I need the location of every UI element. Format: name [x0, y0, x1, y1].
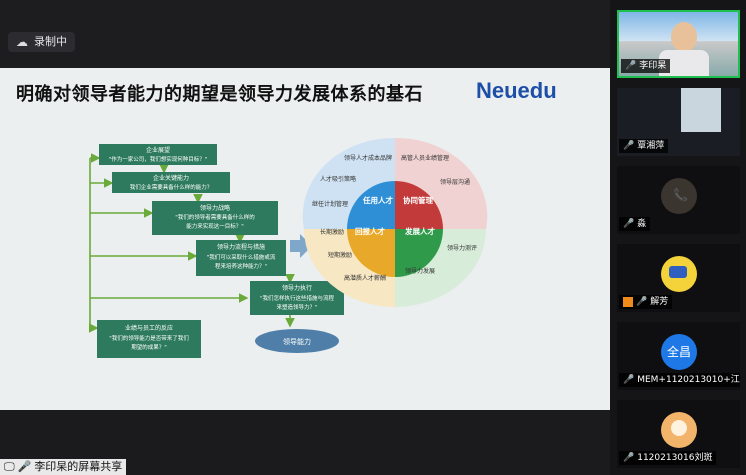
- wheel-outer-label: 领导力发展: [405, 267, 435, 275]
- participant-face: [671, 22, 697, 52]
- participant-name-chip: 🎤 1120213016刘斑: [619, 451, 717, 465]
- participant-name-chip: 🎤 覃湘萍: [619, 139, 669, 153]
- wheel-segment-label: 任用人才: [362, 195, 393, 205]
- wheel-outer-label: 短期激励: [328, 251, 352, 259]
- participant-name-chip: 🎤 解芳: [619, 295, 673, 309]
- flow-box-heading: 领导力战略: [200, 204, 230, 212]
- cloud-icon: ☁: [16, 35, 28, 49]
- avatar-face: [671, 420, 687, 436]
- flow-box-text: "我们的领导能力是否带来了我们: [109, 334, 189, 342]
- microphone-icon: 🎤: [625, 61, 637, 71]
- flow-box-heading: 企业关键能力: [153, 174, 189, 182]
- participant-tile[interactable]: 🎤 1120213016刘斑: [617, 400, 740, 468]
- slide-title: 明确对领导者能力的期望是领导力发展体系的基石: [16, 84, 423, 105]
- monitor-icon: 🖵: [4, 460, 15, 473]
- wheel-outer-label: 领导层沟通: [440, 178, 470, 186]
- flow-box-2: 企业关键能力 我们企业需要具备什么样的能力？: [112, 172, 230, 193]
- microphone-icon: 🎤: [623, 453, 635, 463]
- participant-name-chip: 🎤 淼: [619, 217, 651, 231]
- flow-box-heading: 领导力执行: [282, 284, 312, 292]
- wheel-outer-label: 领导人才成本品牌: [344, 154, 392, 162]
- wheel-outer-label: 人才吸引策略: [320, 175, 356, 183]
- wheel-outer-label: 高潜质人才薪酬: [344, 274, 386, 282]
- flow-box-text: 程来培养这种能力？": [215, 262, 267, 270]
- participant-video-frame: [681, 88, 721, 132]
- wheel-segment-label: 发展人才: [404, 226, 435, 236]
- phone-icon: 📞: [673, 188, 688, 202]
- microphone-icon: 🎤: [623, 141, 635, 151]
- participant-name-chip: 🎤 李印杲: [621, 59, 671, 73]
- avatar: [661, 178, 697, 214]
- flow-box-text: 我们企业需要具备什么样的能力？: [130, 183, 213, 191]
- flow-box-text: "作为一家公司，我们想实现何种目标？": [109, 155, 208, 163]
- flow-connectors: [89, 153, 295, 333]
- recording-indicator[interactable]: ☁ 录制中: [8, 32, 75, 52]
- flow-box-text: "我们可以采取什么措施或流: [207, 253, 276, 261]
- flow-box-text: "我们怎样执行这些措施与流程: [260, 294, 335, 302]
- flow-box-4: 领导力流程与措施 "我们可以采取什么措施或流 程来培养这种能力？": [196, 240, 286, 276]
- microphone-icon: 🎤: [623, 219, 635, 229]
- ellipse-label: 领导能力: [283, 337, 311, 346]
- participant-tile[interactable]: 全昌 🎤 MEM+1120213010+江...: [617, 322, 740, 390]
- flow-box-text: 能力来实现这一目标？": [186, 222, 244, 230]
- flow-box-1: 企业展望 "作为一家公司，我们想实现何种目标？": [99, 144, 217, 165]
- talent-wheel: 任用人才 协同管理 发展人才 回报人才 领导人才成本品牌 人才吸引策略 继任计划…: [302, 137, 488, 307]
- avatar-graphic: [669, 266, 687, 278]
- user-icon: [623, 297, 633, 307]
- participant-name-chip: 🎤 MEM+1120213010+江...: [619, 373, 740, 387]
- flow-box-5: 领导力执行 "我们怎样执行这些措施与流程 来塑造领导力？": [250, 281, 344, 315]
- participants-panel: 🎤 李印杲 🎤 覃湘萍 📞 🎤 淼 🎤 解芳 全昌 🎤 MEM+: [610, 0, 746, 475]
- arrow-icon: [290, 234, 312, 258]
- flow-box-6: 业绩与员工的反应 "我们的领导能力是否带来了我们 期望的成果？": [97, 320, 201, 358]
- participant-tile[interactable]: 🎤 李印杲: [617, 10, 740, 78]
- wheel-outer-label: 继任计划管理: [312, 200, 348, 208]
- flow-box-text: 来塑造领导力？": [276, 303, 317, 311]
- microphone-icon: 🎤: [623, 375, 635, 385]
- shared-slide: 明确对领导者能力的期望是领导力发展体系的基石 Neuedu 企业展望: [0, 68, 610, 410]
- brand-logo: Neuedu: [476, 78, 557, 103]
- wheel-outer-label: 高管人员业绩管理: [401, 154, 449, 162]
- participant-name: 淼: [637, 219, 647, 229]
- wheel-outer-label: 长期激励: [320, 228, 344, 236]
- flow-box-text: 期望的成果？": [131, 343, 167, 351]
- wheel-outer-label: 领导力测评: [447, 244, 477, 252]
- participant-name: 1120213016刘斑: [637, 453, 713, 463]
- participant-name: 李印杲: [639, 61, 667, 71]
- participant-tile[interactable]: 📞 🎤 淼: [617, 166, 740, 234]
- wheel-segment-label: 回报人才: [355, 226, 385, 236]
- microphone-icon: 🎤: [17, 460, 32, 473]
- participant-name: 解芳: [650, 297, 669, 307]
- flow-box-heading: 领导力流程与措施: [217, 243, 265, 251]
- avatar-initials: 全昌: [661, 334, 697, 370]
- recording-label: 录制中: [34, 35, 67, 48]
- slide-diagram: 企业展望 "作为一家公司，我们想实现何种目标？" 企业关键能力 我们企业需要具备…: [89, 137, 488, 358]
- flow-box-heading: 企业展望: [146, 146, 170, 154]
- participant-name: MEM+1120213010+江...: [637, 375, 740, 385]
- screen-share-text: 李印杲的屏幕共享: [34, 460, 123, 473]
- leadership-ellipse: [255, 329, 339, 353]
- participant-tile[interactable]: 🎤 解芳: [617, 244, 740, 312]
- screen-share-label[interactable]: 🖵 🎤 李印杲的屏幕共享: [0, 459, 127, 475]
- microphone-icon: 🎤: [636, 297, 648, 307]
- participant-tile[interactable]: 🎤 覃湘萍: [617, 88, 740, 156]
- wheel-segment-label: 协同管理: [403, 195, 433, 205]
- flow-box-3: 领导力战略 "我们的领导者需要具备什么样的 能力来实现这一目标？": [152, 201, 278, 235]
- flow-box-text: "我们的领导者需要具备什么样的: [175, 213, 255, 221]
- flow-box-heading: 业绩与员工的反应: [125, 324, 173, 332]
- meeting-top-bar: ☁ 录制中: [0, 0, 610, 68]
- participant-name: 覃湘萍: [637, 141, 665, 151]
